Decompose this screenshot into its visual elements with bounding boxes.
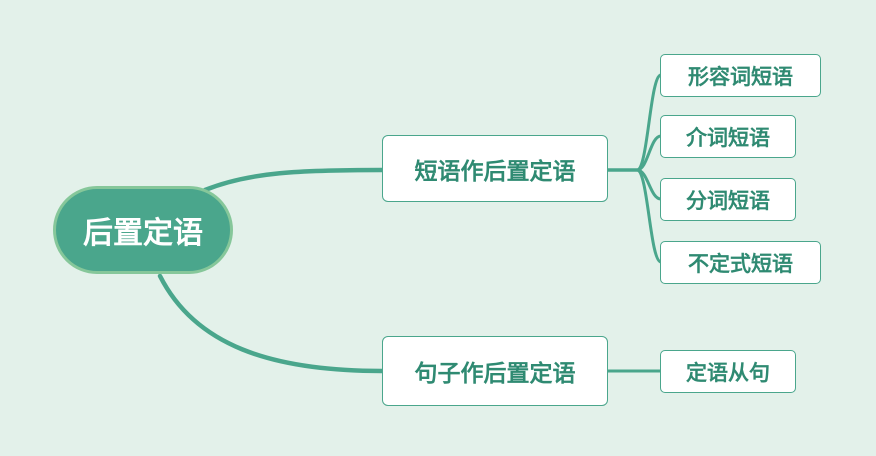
root-node-label: 后置定语: [83, 216, 203, 251]
connector-to-leaf-4: [635, 168, 663, 264]
leaf-node-prepositional-phrase[interactable]: 介词短语: [660, 115, 796, 158]
leaf-node-label: 介词短语: [686, 125, 770, 150]
leaf-node-label: 不定式短语: [688, 251, 793, 276]
branch-node-label: 句子作后置定语: [414, 361, 576, 387]
leaf-node-infinitive-phrase[interactable]: 不定式短语: [660, 241, 821, 284]
leaf-node-label: 定语从句: [686, 360, 770, 385]
leaf-node-label: 分词短语: [686, 188, 770, 213]
root-node[interactable]: 后置定语: [53, 186, 233, 274]
leaf-node-label: 形容词短语: [688, 64, 793, 89]
connector-root-to-branch-1: [202, 167, 386, 193]
leaf-node-adjective-phrase[interactable]: 形容词短语: [660, 54, 821, 97]
branch-node-label: 短语作后置定语: [414, 158, 576, 185]
leaf-node-attributive-clause[interactable]: 定语从句: [660, 350, 796, 393]
connector-root-to-branch-2: [157, 273, 386, 374]
branch-node-clause[interactable]: 句子作后置定语: [382, 336, 608, 406]
connector-to-leaf-1: [635, 73, 663, 172]
leaf-node-participle-phrase[interactable]: 分词短语: [660, 178, 796, 221]
branch-node-phrase[interactable]: 短语作后置定语: [382, 135, 608, 202]
